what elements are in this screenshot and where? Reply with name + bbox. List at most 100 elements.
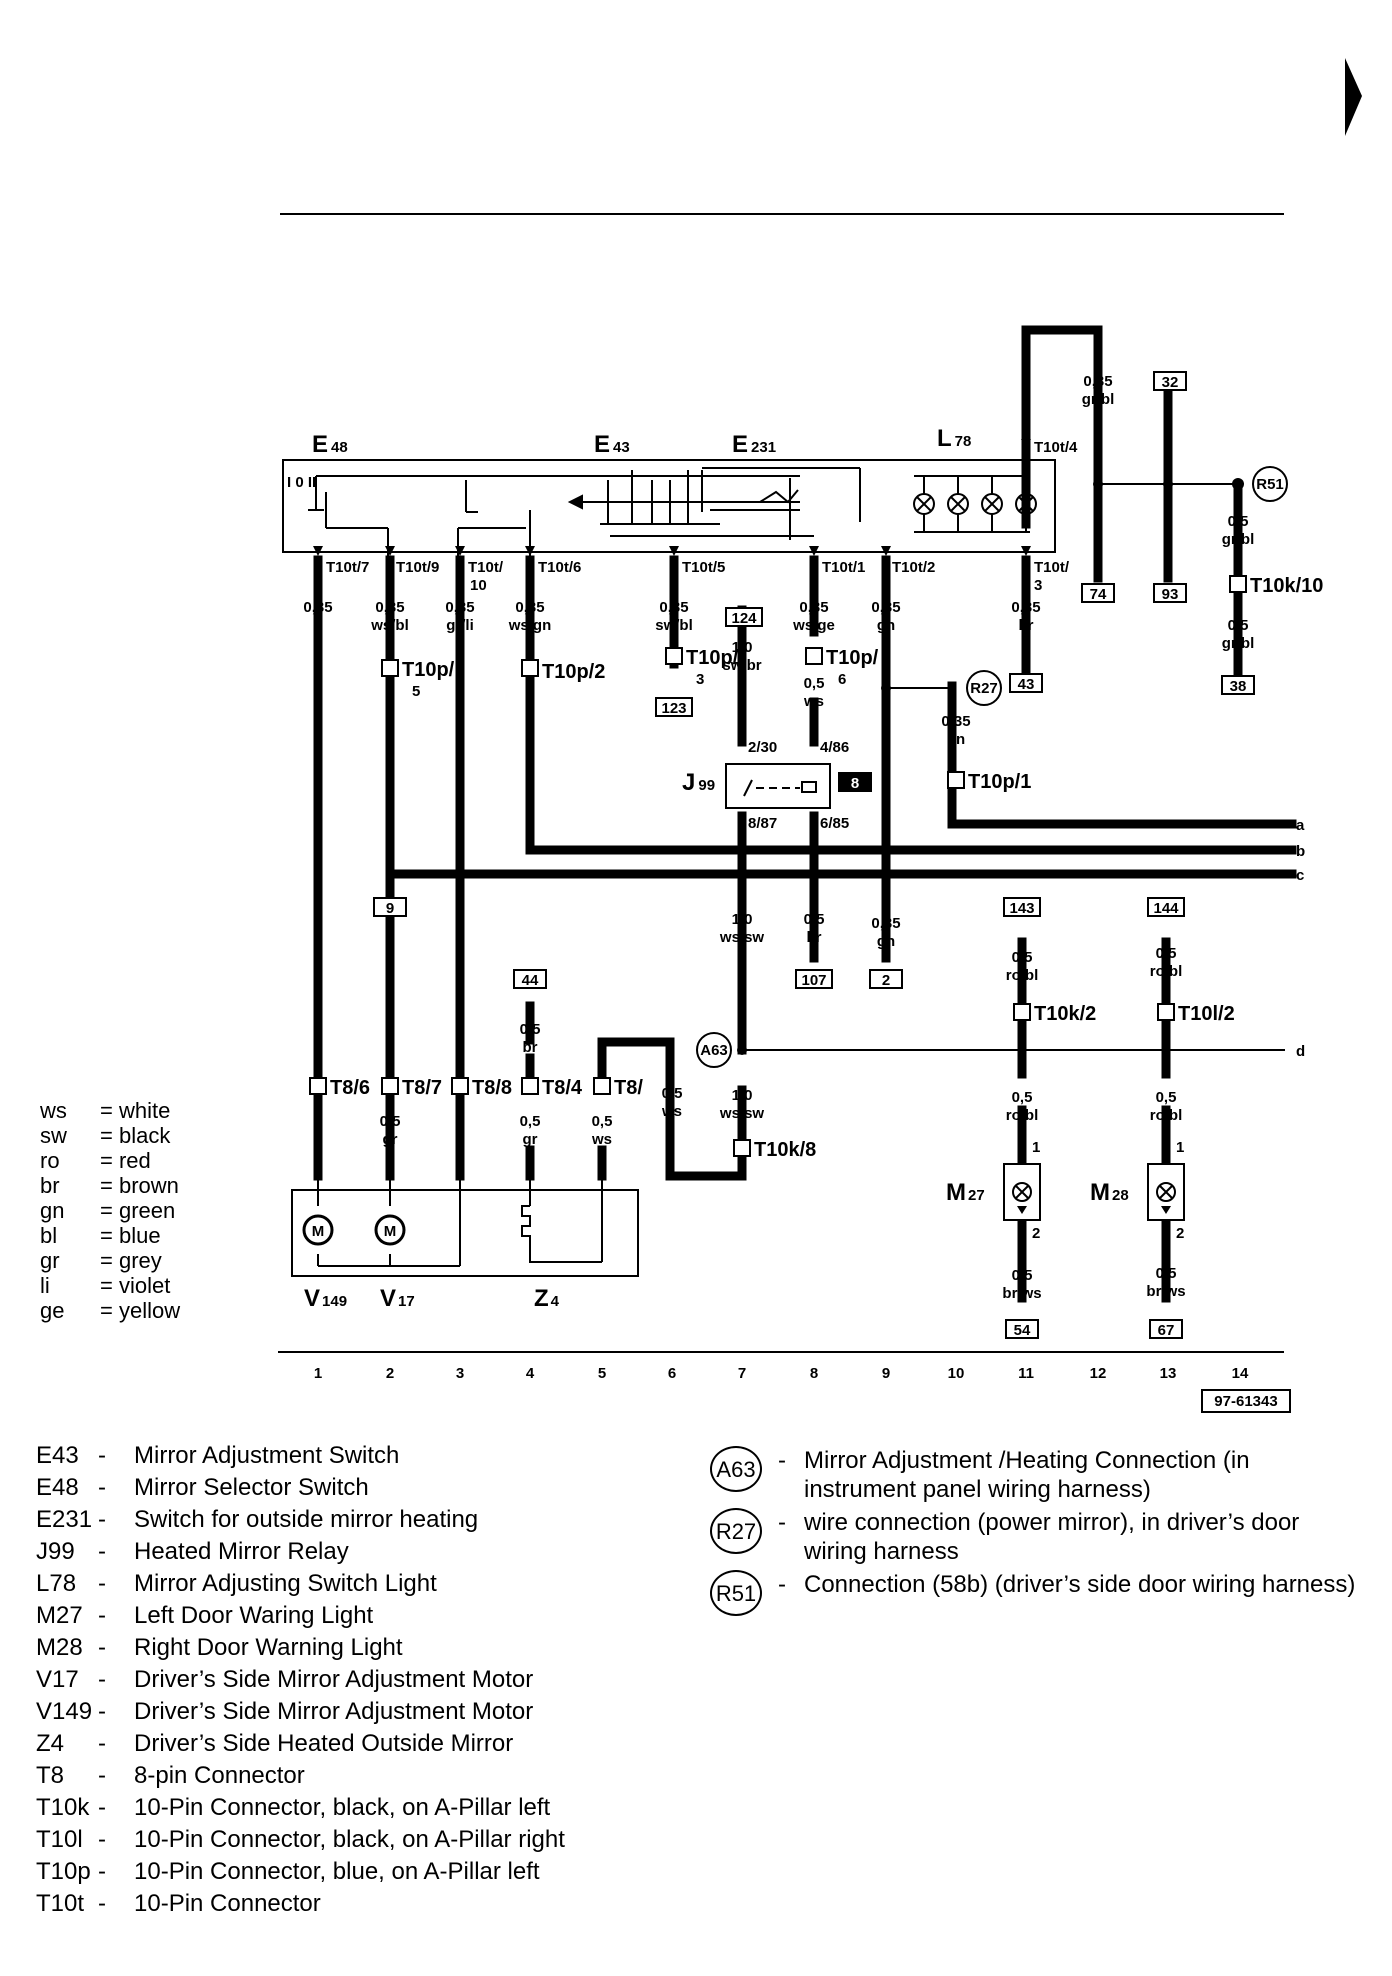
svg-text:1: 1	[1176, 1139, 1184, 1156]
svg-text:144: 144	[1153, 900, 1179, 917]
legend-row: gn= green	[40, 1198, 180, 1223]
component-description: Heated Mirror Relay	[134, 1538, 349, 1565]
svg-text:ro/bl: ro/bl	[1150, 1107, 1183, 1124]
connector-t10t7: T10t/7	[326, 559, 369, 576]
connection-r27: R27	[966, 670, 1002, 706]
svg-text:R27: R27	[970, 680, 998, 697]
component-legend: E43-Mirror Adjustment Switch E48-Mirror …	[36, 1440, 565, 1920]
component-description: 10-Pin Connector, black, on A-Pillar lef…	[134, 1794, 551, 1821]
svg-text:gr: gr	[523, 1131, 538, 1148]
svg-text:1: 1	[314, 1365, 322, 1382]
connector-t10t3: T10t/	[1034, 559, 1070, 576]
svg-text:gr/li: gr/li	[446, 617, 474, 634]
colour-name: = black	[100, 1123, 171, 1148]
connection-description: Connection (58b) (driver’s side door wir…	[804, 1571, 1356, 1598]
svg-text:0,5: 0,5	[804, 675, 825, 692]
component-row: V149-Driver’s Side Mirror Adjustment Mot…	[36, 1696, 565, 1728]
svg-text:gn: gn	[877, 617, 895, 634]
connector-t10t1: T10t/1	[822, 559, 865, 576]
colour-code: bl	[40, 1223, 58, 1248]
component-row: T10t-10-Pin Connector	[36, 1888, 565, 1920]
svg-text:T8/4: T8/4	[542, 1077, 583, 1099]
component-row: M27-Left Door Waring Light	[36, 1600, 565, 1632]
legend-row: ws= white	[40, 1098, 180, 1123]
svg-text:ws/sw: ws/sw	[719, 929, 765, 946]
relay-number-box	[838, 772, 872, 792]
svg-text:M: M	[312, 1223, 325, 1240]
colour-name: = violet	[100, 1273, 171, 1298]
component-row: T10l-10-Pin Connector, black, on A-Pilla…	[36, 1824, 565, 1856]
separator: -	[98, 1570, 106, 1597]
relay-pin-86: 4/86	[820, 739, 849, 756]
separator: -	[98, 1442, 106, 1469]
svg-text:0,5: 0,5	[1012, 1267, 1033, 1284]
svg-text:0,35: 0,35	[1011, 599, 1040, 616]
separator: -	[778, 1571, 786, 1598]
colour-name: = green	[100, 1198, 176, 1223]
switch-positions: I 0 II	[287, 474, 316, 491]
svg-text:124: 124	[731, 610, 757, 627]
svg-text:93: 93	[1162, 586, 1179, 603]
separator: -	[778, 1447, 786, 1474]
component-code: V17	[36, 1666, 79, 1693]
relay-pin-85: 6/85	[820, 815, 849, 832]
svg-text:123: 123	[661, 700, 686, 717]
separator: -	[98, 1698, 106, 1725]
colour-name: = brown	[100, 1173, 179, 1198]
separator: -	[98, 1602, 106, 1629]
component-row: V17- Driver’s Side Mirror Adjustment Moto…	[36, 1664, 565, 1696]
svg-text:T10p/2: T10p/2	[542, 661, 605, 683]
svg-text:d: d	[1296, 1043, 1305, 1060]
component-description: Mirror Selector Switch	[134, 1474, 369, 1501]
svg-text:0,5: 0,5	[592, 1113, 613, 1130]
relay-internals	[743, 779, 817, 797]
svg-text:ws: ws	[661, 1103, 682, 1120]
svg-text:38: 38	[1230, 678, 1247, 695]
component-code: Z4	[36, 1730, 65, 1757]
svg-text:0,35: 0,35	[303, 599, 332, 616]
component-code: J99	[36, 1538, 75, 1565]
colour-code: ge	[40, 1298, 65, 1323]
svg-text:T10p/1: T10p/1	[968, 771, 1031, 793]
relay-pin-87: 8/87	[748, 815, 777, 832]
svg-text:3: 3	[696, 671, 704, 688]
motor-v17-icon: M	[374, 1214, 406, 1246]
colour-name: = grey	[100, 1248, 162, 1273]
separator: -	[98, 1762, 106, 1789]
mirror-assembly-box	[291, 1189, 639, 1277]
svg-text:5: 5	[412, 683, 420, 700]
svg-text:br: br	[523, 1039, 538, 1056]
svg-text:gn: gn	[877, 933, 895, 950]
component-row: M28-Right Door Warning Light	[36, 1632, 565, 1664]
connection-row: R27-wire connection (power mirror), in d…	[706, 1508, 1364, 1566]
svg-text:T10p/: T10p/	[402, 659, 455, 681]
component-description: 8-pin Connector	[134, 1762, 305, 1789]
component-code: E231	[36, 1506, 93, 1533]
figure-number-box	[1201, 1389, 1291, 1413]
svg-text:9: 9	[386, 900, 394, 917]
component-description: Driver’s Side Mirror Adjustment Motor	[134, 1666, 534, 1693]
svg-text:T8/7: T8/7	[402, 1077, 442, 1099]
connection-row: A63-Mirror Adjustment /Heating Connectio…	[706, 1446, 1364, 1504]
separator: -	[98, 1474, 106, 1501]
svg-text:6: 6	[668, 1365, 676, 1382]
svg-text:32: 32	[1162, 374, 1179, 391]
component-row: J99-Heated Mirror Relay	[36, 1536, 565, 1568]
svg-text:gr/bl: gr/bl	[1222, 531, 1255, 548]
connection-badge: R27	[710, 1508, 762, 1554]
connection-description: wire connection (power mirror), in drive…	[804, 1509, 1300, 1565]
motor-v149-icon: M	[302, 1214, 334, 1246]
svg-text:0,35: 0,35	[941, 713, 970, 730]
separator: -	[98, 1666, 106, 1693]
component-description: 10-Pin Connector, blue, on A-Pillar left	[134, 1858, 540, 1885]
svg-text:R51: R51	[1256, 476, 1284, 493]
component-description: Mirror Adjustment Switch	[134, 1442, 400, 1469]
svg-text:0,5: 0,5	[662, 1085, 683, 1102]
connector-t10t3-num: 3	[1034, 577, 1042, 594]
colour-name: = blue	[100, 1223, 161, 1248]
separator: -	[98, 1794, 106, 1821]
component-row: T8-8-pin Connector	[36, 1760, 565, 1792]
